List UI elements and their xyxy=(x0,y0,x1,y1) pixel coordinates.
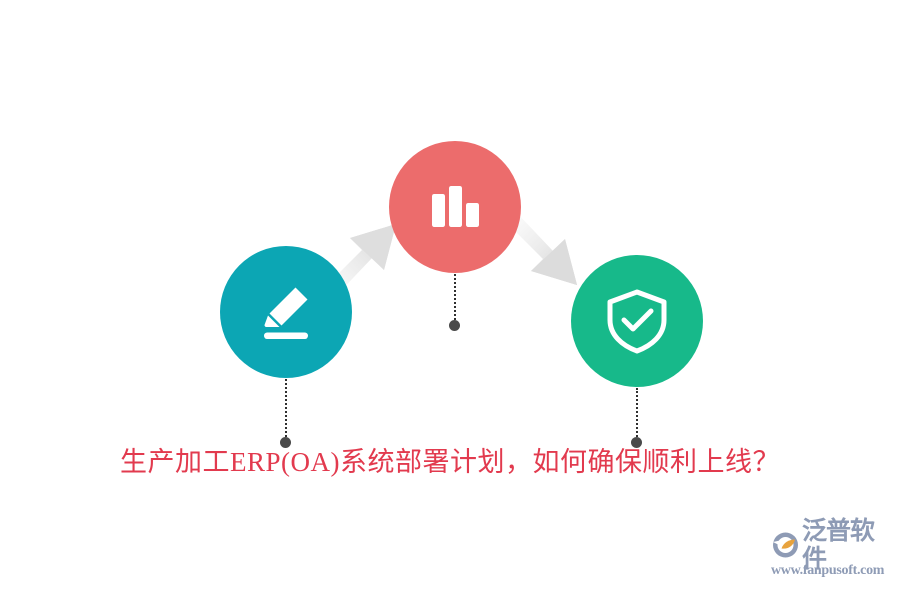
node-circle-chart[interactable] xyxy=(389,141,521,273)
connector-line-chart xyxy=(454,274,458,320)
connector-line-verify xyxy=(636,388,640,437)
node-circle-verify[interactable] xyxy=(571,255,703,387)
connector-dot-plan xyxy=(280,437,291,448)
connector-dot-verify xyxy=(631,437,642,448)
bar-chart-icon xyxy=(424,176,486,238)
arrow-down-right-icon xyxy=(497,211,605,307)
page-title: 生产加工ERP(OA)系统部署计划，如何确保顺利上线？ xyxy=(120,447,780,477)
watermark: 泛普软件 www.fanpusoft.com xyxy=(770,517,892,590)
watermark-url: www.fanpusoft.com xyxy=(771,563,885,578)
connector-line-plan xyxy=(285,379,289,437)
shield-check-icon xyxy=(601,285,673,357)
connector-dot-chart xyxy=(449,320,460,331)
watermark-brand-row: 泛普软件 xyxy=(770,517,892,573)
node-circle-plan[interactable] xyxy=(220,246,352,378)
pencil-edit-icon xyxy=(251,277,321,347)
watermark-brand-name: 泛普软件 xyxy=(802,516,875,573)
fanpu-logo-icon xyxy=(770,530,800,560)
